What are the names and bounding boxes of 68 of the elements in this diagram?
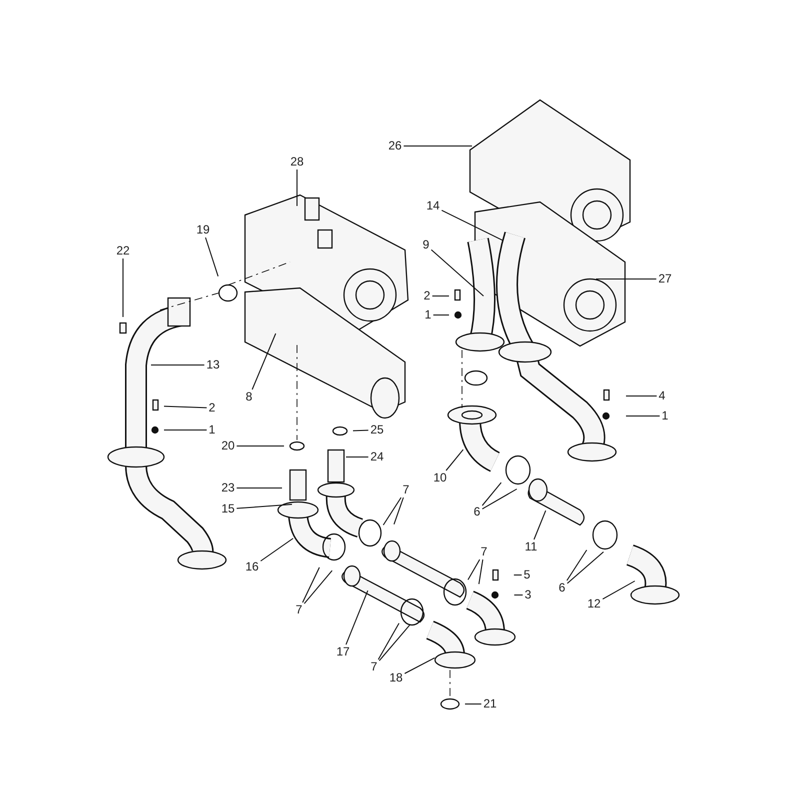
callout-number: 3 (524, 588, 532, 602)
leader-line (482, 488, 518, 510)
callout-number: 12 (586, 598, 602, 610)
callout-number: 23 (220, 482, 236, 494)
callout-number: 1 (424, 308, 432, 322)
leader-line (346, 590, 368, 645)
leader-line (430, 249, 484, 296)
leader-line (304, 570, 333, 604)
callout-number: 10 (432, 472, 448, 484)
leader-line (513, 574, 522, 576)
callout-number: 2 (208, 402, 216, 414)
callout-number: 7 (294, 604, 304, 616)
callout-number: 6 (558, 582, 566, 594)
leader-line (468, 559, 480, 580)
callout-number: 13 (205, 358, 221, 372)
callout-number: 21 (482, 698, 498, 710)
leader-line (236, 504, 292, 509)
callout-number: 7 (480, 546, 488, 558)
callout-number: 26 (387, 140, 403, 152)
callout-number: 15 (220, 502, 236, 516)
callout-number: 8 (244, 390, 254, 404)
leader-line (205, 237, 219, 277)
callout-number: 17 (335, 646, 351, 658)
callout-number: 28 (289, 156, 305, 168)
leader-line (478, 559, 484, 585)
callout-number: 1 (660, 410, 670, 422)
callout-number: 14 (425, 200, 441, 212)
leader-line (382, 497, 402, 526)
leader-line (482, 482, 502, 506)
leader-line (352, 430, 369, 432)
leader-line (404, 657, 436, 674)
callout-number: 22 (115, 244, 131, 258)
leader-line (432, 314, 450, 316)
leader-line (150, 364, 205, 366)
leader-line (378, 624, 411, 662)
callout-number: 24 (369, 450, 385, 464)
leader-line (602, 580, 636, 600)
leader-line (302, 566, 320, 603)
callout-number: 19 (195, 224, 211, 236)
callout-number: 11 (524, 540, 538, 554)
leader-line (296, 169, 298, 206)
callout-number: 27 (657, 272, 673, 286)
callout-number: 16 (244, 560, 260, 574)
callout-number: 4 (658, 390, 666, 402)
leader-line (394, 497, 404, 525)
callout-number: 1 (208, 424, 216, 436)
leader-line (596, 278, 657, 280)
callout-number: 7 (402, 484, 410, 496)
callout-number: 5 (522, 568, 532, 582)
leader-line (566, 551, 604, 584)
callout-number: 7 (370, 660, 378, 674)
leader-line (346, 456, 369, 458)
callout-number: 18 (388, 672, 404, 684)
leader-line (446, 449, 464, 471)
leader-line (122, 258, 124, 318)
leader-line (378, 622, 400, 660)
callout-number: 20 (220, 440, 236, 452)
leader-line (441, 210, 504, 241)
callout-number: 25 (369, 424, 385, 436)
leader-line (252, 333, 276, 390)
leader-line (514, 594, 524, 596)
callout-number: 6 (472, 506, 482, 518)
callout-number: 2 (422, 290, 432, 302)
leader-line (566, 550, 588, 581)
leader-line (260, 538, 294, 562)
callout-number: 9 (422, 238, 430, 252)
leader-line (534, 510, 546, 540)
leader-line (164, 406, 208, 408)
